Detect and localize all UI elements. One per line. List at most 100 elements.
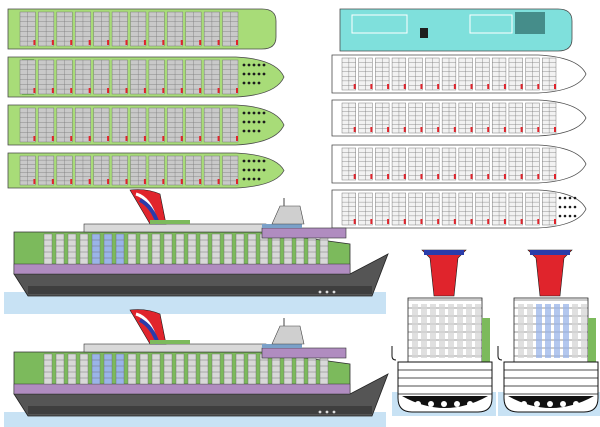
deck-plans-right-column <box>331 8 587 229</box>
cabin-block <box>491 102 507 134</box>
balcony-column <box>103 233 113 265</box>
section-porthole <box>560 401 566 407</box>
balcony-column <box>79 233 89 265</box>
cabin-block <box>425 102 440 134</box>
balcony-column <box>151 233 161 265</box>
cabin-block <box>425 147 440 181</box>
cross-section-views <box>391 249 600 416</box>
bow-furniture-dot <box>247 63 251 67</box>
cabin-block <box>358 57 373 91</box>
bow-furniture-dot <box>252 72 256 76</box>
balcony-column <box>115 233 125 265</box>
balcony-column <box>103 353 113 385</box>
section-cabin-column <box>527 304 533 358</box>
cabin-block <box>491 192 507 226</box>
cabin-block <box>375 57 390 91</box>
balcony-column <box>283 233 293 265</box>
bow-furniture-dot <box>257 159 261 163</box>
balcony-column <box>67 233 77 265</box>
section-cabin-column <box>563 304 569 358</box>
bow-furniture-dot <box>252 129 256 133</box>
cabin-block <box>38 11 55 47</box>
balcony-column <box>115 353 125 385</box>
cabin-block <box>408 57 423 91</box>
section-side-green <box>588 318 596 362</box>
cabin-block <box>341 147 356 181</box>
carnival-whale-tail-funnel-icon <box>527 249 573 297</box>
balcony-column <box>175 353 185 385</box>
balcony-column <box>139 233 149 265</box>
section-porthole <box>547 401 553 407</box>
section-cabin-column <box>518 304 524 358</box>
cabin-block <box>508 147 523 181</box>
funnel-base <box>150 340 190 344</box>
balcony-column <box>175 233 185 265</box>
cabin-block <box>458 192 473 226</box>
bow-furniture-dot <box>257 120 261 124</box>
cabin-block <box>491 147 507 181</box>
bow-furniture-dot <box>262 63 266 67</box>
radar-mast-icon <box>271 318 305 345</box>
cabin-block <box>56 155 73 186</box>
bow-furniture-dot <box>257 177 261 181</box>
bow-furniture-dot <box>252 81 256 85</box>
deck-plan-left-4 <box>7 152 285 189</box>
bow-furniture-dot <box>558 196 562 200</box>
section-cabin-column <box>536 304 542 358</box>
cabin-block <box>19 107 36 143</box>
cabin-block <box>19 59 36 95</box>
cabin-block <box>19 11 36 47</box>
lifeboat-davit <box>391 346 397 361</box>
bow-furniture-dot <box>262 159 266 163</box>
porthole <box>332 290 336 294</box>
bow-furniture-dot <box>242 63 246 67</box>
bow-furniture-dot <box>252 111 256 115</box>
bow-furniture-dot <box>247 72 251 76</box>
cabin-block <box>93 59 110 95</box>
hull-bottom-band <box>28 406 372 414</box>
balcony-column <box>223 353 233 385</box>
carnival-whale-tail-funnel-icon <box>129 189 167 225</box>
balcony-column <box>43 233 53 265</box>
balcony-column <box>139 353 149 385</box>
cabin-block <box>391 147 407 181</box>
cabin-block <box>185 107 202 143</box>
balcony-column <box>187 233 197 265</box>
cabin-block <box>475 102 490 134</box>
section-porthole <box>441 401 447 407</box>
bow-furniture-dot <box>242 129 246 133</box>
porthole <box>332 410 336 414</box>
balcony-column <box>271 233 281 265</box>
bow-furniture-dot <box>568 205 572 209</box>
cabin-block <box>441 57 457 91</box>
bow-furniture-dot <box>247 168 251 172</box>
side-profile-bottom <box>4 309 389 427</box>
bow-furniture-dot <box>247 177 251 181</box>
deck-outline <box>339 8 573 52</box>
cross-section-left <box>391 249 496 416</box>
deck-plan-right-2 <box>331 99 587 137</box>
balcony-column <box>127 233 137 265</box>
cabin-block <box>475 192 490 226</box>
section-cabin-column <box>421 304 427 358</box>
bow-furniture-dot <box>573 196 577 200</box>
deck-plan-right-4 <box>331 189 587 229</box>
section-side-green <box>482 318 490 362</box>
porthole <box>318 290 322 294</box>
cabin-block <box>130 107 147 143</box>
cabin-block <box>408 192 423 226</box>
cabin-block <box>185 59 202 95</box>
bow-furniture-dot <box>252 63 256 67</box>
balcony-column <box>319 353 329 385</box>
cabin-block <box>130 11 147 47</box>
bow-furniture-dot <box>573 214 577 218</box>
cabin-block <box>542 147 557 181</box>
section-cabin-column <box>457 304 463 358</box>
bow-furniture-dot <box>242 72 246 76</box>
cabin-block <box>391 57 407 91</box>
deck-plan-left-1 <box>7 8 277 50</box>
cabin-block <box>185 155 202 186</box>
bow-furniture-dot <box>242 111 246 115</box>
bow-furniture-dot <box>242 159 246 163</box>
cabin-block <box>375 102 390 134</box>
